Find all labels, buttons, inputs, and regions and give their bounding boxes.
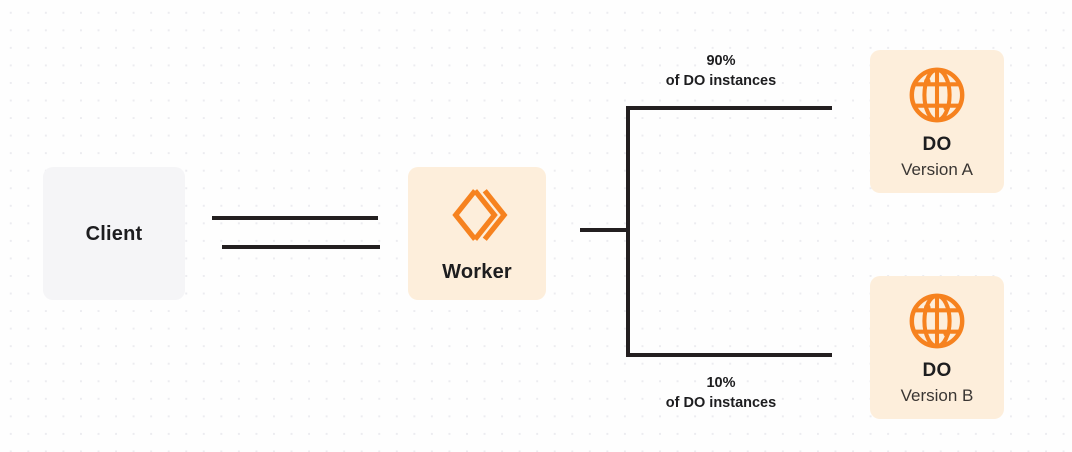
edge-worker-to-do-b-sublabel: of DO instances	[665, 394, 777, 411]
edge-worker-to-do-b-label: 10% of DO instances	[625, 374, 817, 413]
node-do-b[interactable]: DO Version B	[870, 276, 1004, 419]
edge-branch-vertical	[626, 106, 630, 357]
node-do-b-label: DO	[922, 360, 952, 382]
edge-worker-to-do-a-percent: 90%	[706, 53, 736, 69]
node-do-b-sublabel: Version B	[900, 386, 974, 406]
node-client-label: Client	[85, 222, 143, 245]
globe-icon	[909, 67, 965, 123]
edge-worker-to-do-b-line	[626, 353, 832, 357]
node-do-a[interactable]: DO Version A	[870, 50, 1004, 193]
node-client[interactable]: Client	[43, 167, 185, 300]
node-do-a-label: DO	[922, 134, 952, 156]
edge-worker-to-do-a-label: 90% of DO instances	[625, 52, 817, 91]
edge-client-to-worker-line	[212, 216, 378, 220]
edge-worker-to-do-a-sublabel: of DO instances	[665, 72, 777, 89]
node-worker[interactable]: Worker	[408, 167, 546, 300]
cloudflare-workers-icon	[452, 188, 508, 241]
edge-worker-to-do-a-line	[626, 106, 832, 110]
edge-trunk-horizontal	[580, 228, 630, 232]
node-do-a-sublabel: Version A	[901, 160, 973, 180]
globe-icon	[909, 293, 965, 349]
node-worker-label: Worker	[442, 260, 512, 283]
edge-worker-to-do-b-percent: 10%	[706, 375, 736, 391]
edge-worker-to-client-line	[222, 245, 380, 249]
